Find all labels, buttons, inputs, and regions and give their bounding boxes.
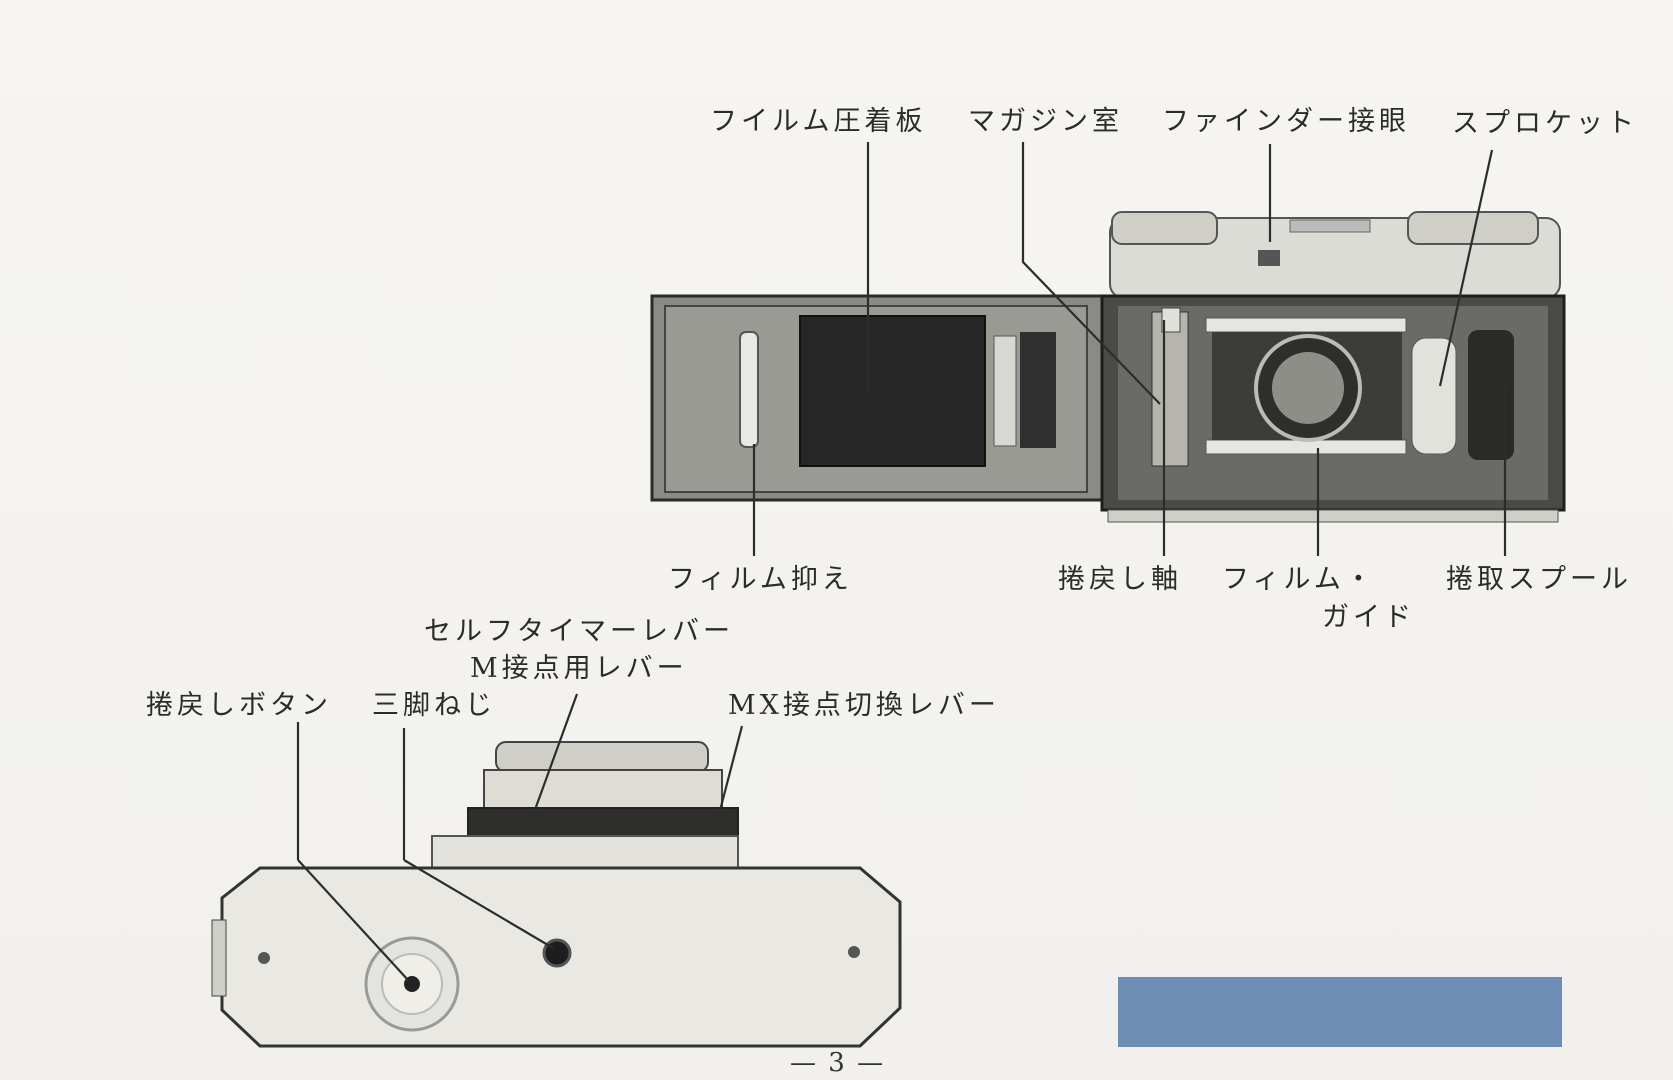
label-sprocket: スプロケット <box>1452 108 1638 139</box>
label-rewind-button: 捲戻しボタン <box>146 690 332 721</box>
label-takeup-spool: 捲取スプール <box>1446 564 1632 595</box>
camera-back-illustration <box>650 211 1566 523</box>
label-finder-eyepiece: ファインダー接眼 <box>1162 106 1410 137</box>
page-number: — 3 — <box>790 1048 886 1078</box>
leader-lines <box>296 142 1507 981</box>
label-self-timer-lever: セルフタイマーレバー <box>424 616 734 647</box>
label-film-holder: フィルム抑え <box>668 564 853 595</box>
label-rewind-shaft: 捲戻し軸 <box>1058 564 1182 595</box>
blue-accent-bar <box>1118 977 1562 1047</box>
label-film-guide-line2: ガイド <box>1322 602 1415 633</box>
label-magazine-chamber: マガジン室 <box>968 106 1123 137</box>
label-mx-switch-lever: MX接点切換レバー <box>728 690 1000 721</box>
label-m-contact-lever: M接点用レバー <box>470 653 688 684</box>
label-tripod-socket: 三脚ねじ <box>372 690 496 721</box>
label-film-guide-line1: フィルム・ <box>1222 564 1376 595</box>
label-film-pressure-plate: フイルム圧着板 <box>710 106 927 137</box>
camera-bottom-illustration <box>211 741 902 1048</box>
